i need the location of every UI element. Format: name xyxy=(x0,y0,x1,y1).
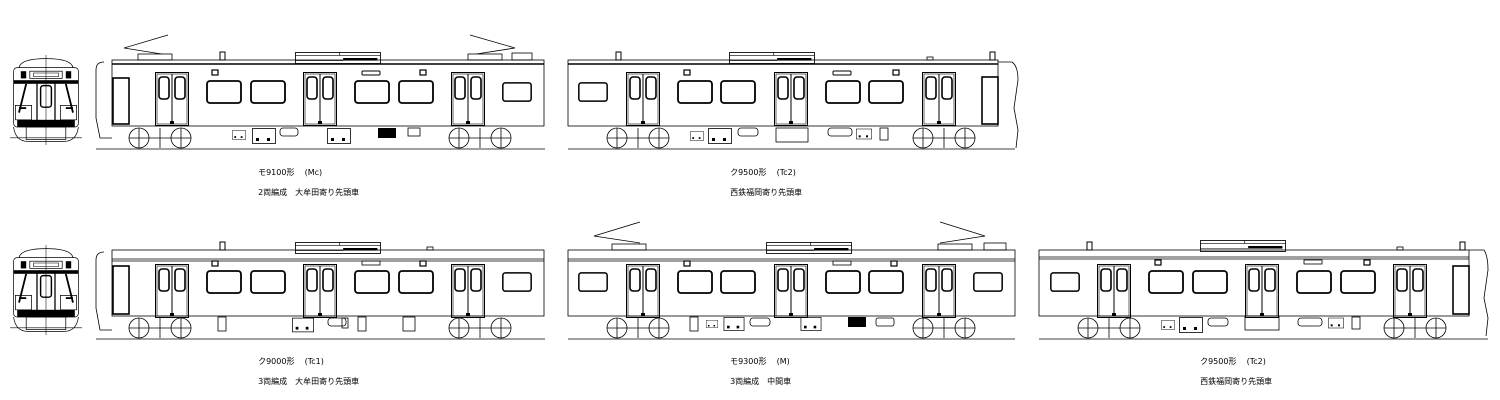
formation-label: 西鉄福岡寄り先頭車 xyxy=(730,188,803,197)
code-label: (Tc1) xyxy=(304,357,324,366)
code-label: (Tc2) xyxy=(1246,357,1266,366)
caption-ku9500-a: ク9500形 (Tc2) 西鉄福岡寄り先頭車 xyxy=(725,158,802,198)
formation-label: 3両編成 大牟田寄り先頭車 xyxy=(258,377,360,386)
formation-label: 3両編成 中間車 xyxy=(730,377,792,386)
caption-mo9100: モ9100形 (Mc) 2両編成 大牟田寄り先頭車 xyxy=(253,158,359,198)
model-label: ク9500形 xyxy=(1200,357,1237,366)
front-view-mc xyxy=(10,54,82,146)
formation-label: 2両編成 大牟田寄り先頭車 xyxy=(258,188,360,197)
car-ku9500-b xyxy=(1038,240,1489,340)
car-mo9100 xyxy=(95,34,545,150)
car-mo9300 xyxy=(567,221,1016,340)
front-view-tc1 xyxy=(10,244,82,336)
model-label: ク9000形 xyxy=(258,357,295,366)
code-label: (M) xyxy=(776,357,790,366)
model-label: モ9300形 xyxy=(730,357,767,366)
caption-ku9500-b: ク9500形 (Tc2) 西鉄福岡寄り先頭車 xyxy=(1195,347,1272,387)
caption-mo9300: モ9300形 (M) 3両編成 中間車 xyxy=(725,347,791,387)
car-ku9000 xyxy=(95,241,545,340)
code-label: (Tc2) xyxy=(776,168,796,177)
car-ku9500-a xyxy=(567,51,1019,150)
code-label: (Mc) xyxy=(304,168,323,177)
caption-ku9000: ク9000形 (Tc1) 3両編成 大牟田寄り先頭車 xyxy=(253,347,359,387)
model-label: モ9100形 xyxy=(258,168,295,177)
model-label: ク9500形 xyxy=(730,168,767,177)
formation-label: 西鉄福岡寄り先頭車 xyxy=(1200,377,1273,386)
